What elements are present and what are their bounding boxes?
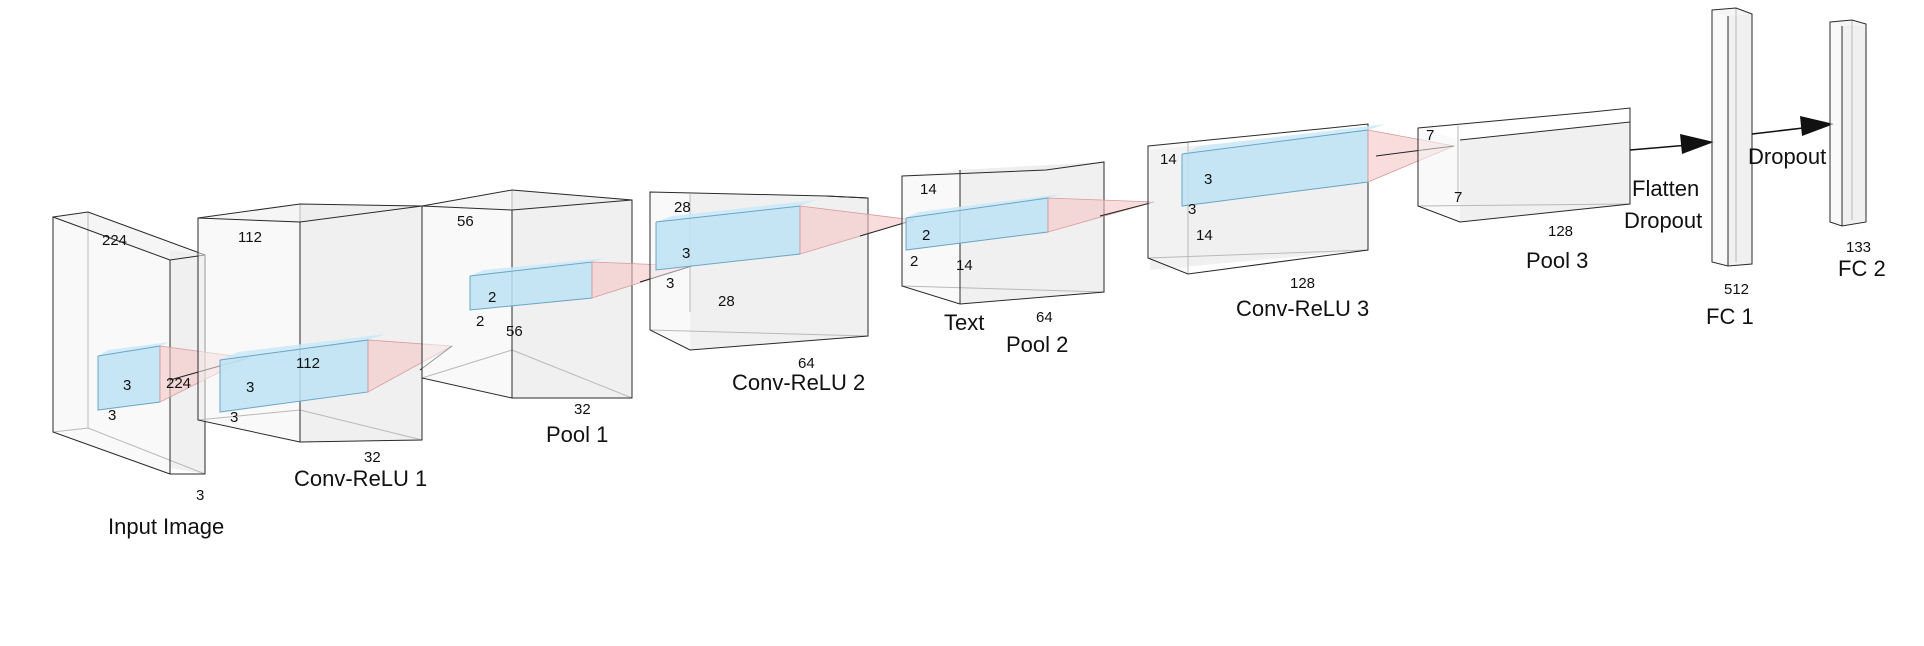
- pool2-dim-14b: 14: [956, 257, 973, 274]
- input-kernel-dim-3b: 3: [108, 407, 116, 424]
- conv1-kernel-dim-3b: 3: [230, 409, 238, 426]
- input-dim-224: 224: [102, 232, 127, 249]
- fc-1-label: FC 1: [1706, 304, 1754, 329]
- conv3-kernel-dim-3b: 3: [1188, 201, 1196, 218]
- conv2-kernel-dim-3a: 3: [682, 245, 690, 262]
- flatten-arrow: Flatten Dropout: [1624, 134, 1714, 233]
- pool1-dim-32: 32: [574, 401, 591, 418]
- conv2-dim-28a: 28: [674, 199, 691, 216]
- conv2-dim-28b: 28: [718, 293, 735, 310]
- conv1-dim-32: 32: [364, 449, 381, 466]
- pool-2-block: 14 14 64 2 2 Text Pool 2: [901, 161, 1155, 357]
- input-kernel-dim-3a: 3: [123, 377, 131, 394]
- input-image-label: Input Image: [108, 514, 224, 539]
- conv-relu-3-block: 14 14 128 3 3 Conv-ReLU 3: [1147, 123, 1456, 321]
- fc-1-block: 512 FC 1: [1706, 7, 1754, 329]
- conv3-dim-14a: 14: [1160, 151, 1177, 168]
- conv1-kernel-dim-112: 112: [296, 355, 320, 372]
- input-kernel-dim-224: 224: [166, 375, 191, 392]
- pool2-dim-64: 64: [1036, 309, 1053, 326]
- pool1-kernel-dim-2b: 2: [476, 313, 484, 330]
- fc-2-label: FC 2: [1838, 256, 1886, 281]
- conv2-kernel-dim-3b: 3: [666, 275, 674, 292]
- fc-2-block: 133 FC 2: [1829, 19, 1886, 281]
- conv-relu-2-label: Conv-ReLU 2: [732, 370, 865, 395]
- pool-1-block: 56 56 32 2 2 Pool 1: [421, 189, 693, 447]
- conv-relu-1-block: 112 32 3 3 112 Conv-ReLU 1: [197, 203, 454, 491]
- dropout-label-1: Dropout: [1624, 208, 1702, 233]
- pool1-kernel-dim-2a: 2: [488, 289, 496, 306]
- conv3-kernel-dim-3a: 3: [1204, 171, 1212, 188]
- pool3-dim-128: 128: [1548, 223, 1573, 240]
- pool2-kernel-dim-2b: 2: [910, 253, 918, 270]
- pool3-dim-7a: 7: [1426, 127, 1434, 144]
- pool-3-label: Pool 3: [1526, 248, 1588, 273]
- conv2-dim-64: 64: [798, 355, 815, 372]
- pool3-dim-7b: 7: [1454, 189, 1462, 206]
- conv-relu-3-label: Conv-ReLU 3: [1236, 296, 1369, 321]
- fc1-dim-512: 512: [1724, 281, 1749, 298]
- pool1-dim-56a: 56: [457, 213, 474, 230]
- conv1-dim-112: 112: [238, 229, 262, 246]
- pool-2-label: Pool 2: [1006, 332, 1068, 357]
- pool1-dim-56b: 56: [506, 323, 523, 340]
- conv-relu-2-block: 28 28 64 3 3 Conv-ReLU 2: [649, 191, 915, 395]
- dropout-label-2: Dropout: [1748, 144, 1826, 169]
- conv3-dim-128: 128: [1290, 275, 1315, 292]
- pool2-dim-14a: 14: [920, 181, 937, 198]
- pool-3-block: 7 7 128 Pool 3: [1417, 107, 1631, 273]
- fc2-dim-133: 133: [1846, 239, 1871, 256]
- conv3-dim-14b: 14: [1196, 227, 1213, 244]
- pool-1-label: Pool 1: [546, 422, 608, 447]
- text-annotation: Text: [944, 310, 984, 335]
- input-dim-3: 3: [196, 487, 204, 504]
- flatten-label: Flatten: [1632, 176, 1699, 201]
- dropout-arrow: Dropout: [1748, 116, 1834, 169]
- conv1-kernel-dim-3a: 3: [246, 379, 254, 396]
- conv-relu-1-label: Conv-ReLU 1: [294, 466, 427, 491]
- pool2-kernel-dim-2a: 2: [922, 227, 930, 244]
